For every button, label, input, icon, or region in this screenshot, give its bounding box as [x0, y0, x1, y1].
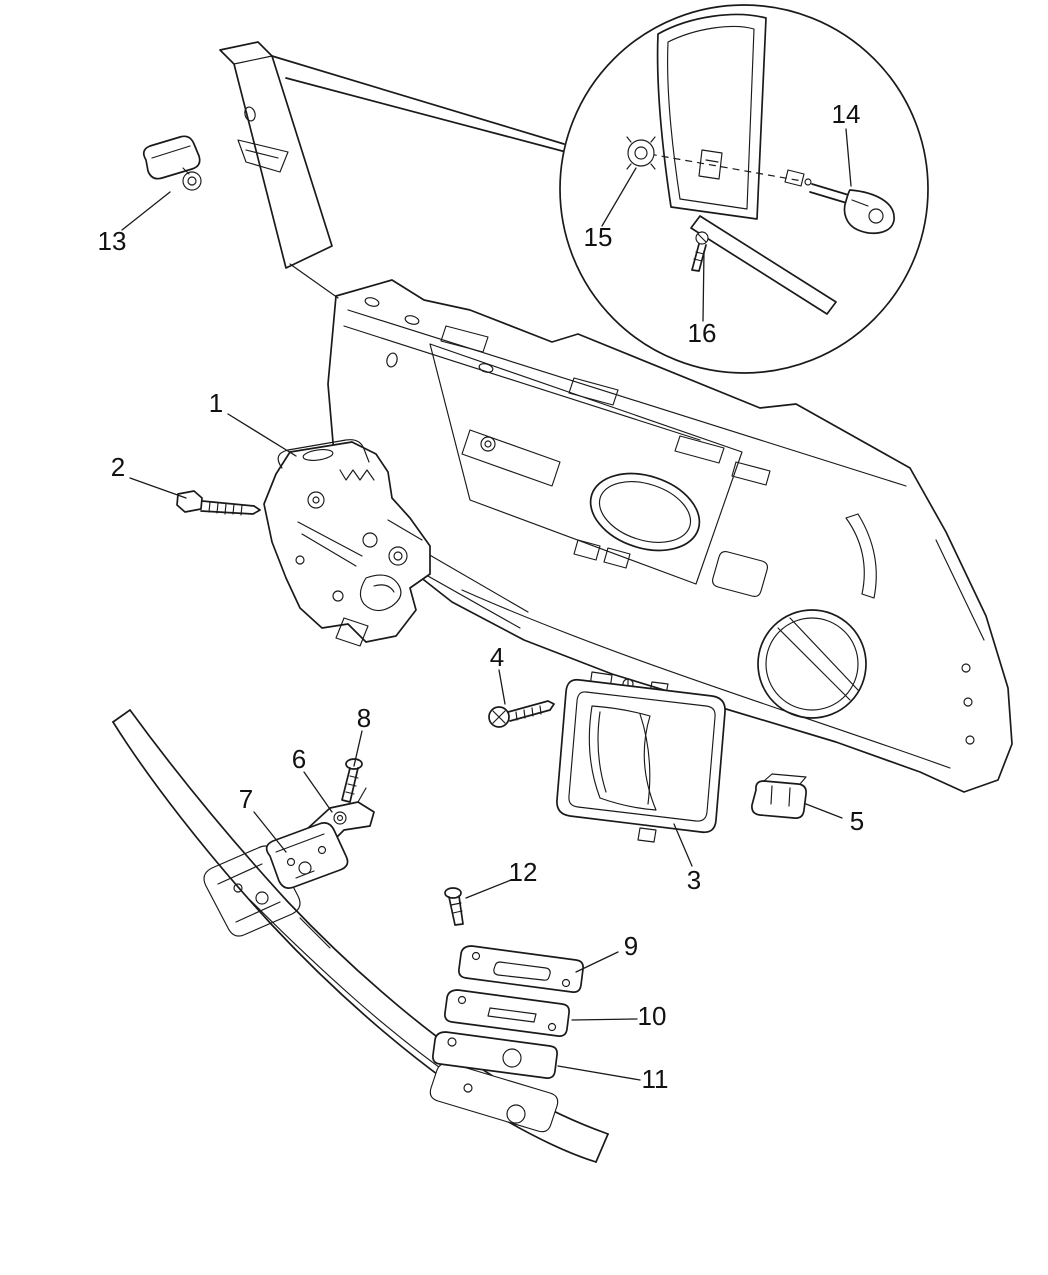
part-5-retainer-clip — [751, 773, 807, 819]
part-11-backing-plate — [432, 1031, 558, 1079]
part-12-screw — [444, 887, 464, 926]
leader-8 — [353, 730, 363, 767]
lock-rod-centerline — [637, 151, 803, 182]
sill-plate-area — [429, 1062, 559, 1133]
leader-2 — [129, 477, 187, 499]
leader-1 — [227, 413, 297, 457]
callout-6: 6 — [292, 744, 306, 774]
leader-16 — [702, 250, 705, 322]
callout-1: 1 — [209, 388, 223, 418]
detail-view-circle — [559, 4, 929, 374]
leader-3 — [673, 823, 693, 867]
leader-12 — [465, 879, 512, 899]
callout-12: 12 — [509, 857, 538, 887]
a-pillar-frame — [219, 41, 567, 299]
part-9-cover-plate — [458, 945, 584, 993]
callout-2: 2 — [111, 452, 125, 482]
callout-13: 13 — [98, 226, 127, 256]
leader-13 — [121, 191, 171, 231]
sill-frame — [112, 709, 609, 1163]
leader-15 — [601, 167, 637, 227]
leader-7 — [253, 811, 287, 853]
callout-14: 14 — [832, 99, 861, 129]
part-14-lock-cylinder — [784, 169, 895, 235]
part-15-nut — [626, 136, 656, 170]
callout-5: 5 — [850, 806, 864, 836]
leader-9 — [575, 951, 619, 973]
part-10-gasket-plate — [444, 989, 570, 1037]
leader-10 — [571, 1018, 638, 1021]
part-16-screw — [691, 231, 709, 272]
part-1-door-latch — [263, 439, 431, 647]
part-8-screw — [341, 758, 363, 803]
callout-15: 15 — [584, 222, 613, 252]
callout-4: 4 — [490, 642, 504, 672]
callout-10: 10 — [638, 1001, 667, 1031]
leader-lines — [121, 128, 852, 1081]
part-4-screw — [488, 700, 555, 728]
leader-14 — [845, 128, 852, 187]
part-3-inside-handle-bezel — [556, 671, 726, 843]
quarter-glass — [656, 13, 837, 315]
part-2-bolt — [176, 490, 261, 516]
callout-labels: 1 2 3 4 5 6 7 8 9 10 11 12 13 14 15 16 — [98, 99, 865, 1094]
leader-11 — [557, 1065, 641, 1081]
callout-3: 3 — [687, 865, 701, 895]
panel-oval-opening — [589, 472, 701, 552]
callout-9: 9 — [624, 931, 638, 961]
part-7-bracket — [265, 822, 349, 889]
door-inner-panel — [327, 279, 1013, 793]
leader-4 — [498, 669, 506, 705]
leader-5 — [805, 803, 843, 819]
leader-6 — [303, 771, 333, 813]
sill-striker-area — [203, 845, 301, 937]
part-13-rod-clip — [142, 135, 202, 191]
callout-11: 11 — [642, 1064, 669, 1094]
callout-7: 7 — [239, 784, 253, 814]
callout-8: 8 — [357, 703, 371, 733]
callout-16: 16 — [688, 318, 717, 348]
speaker-opening — [757, 609, 867, 719]
